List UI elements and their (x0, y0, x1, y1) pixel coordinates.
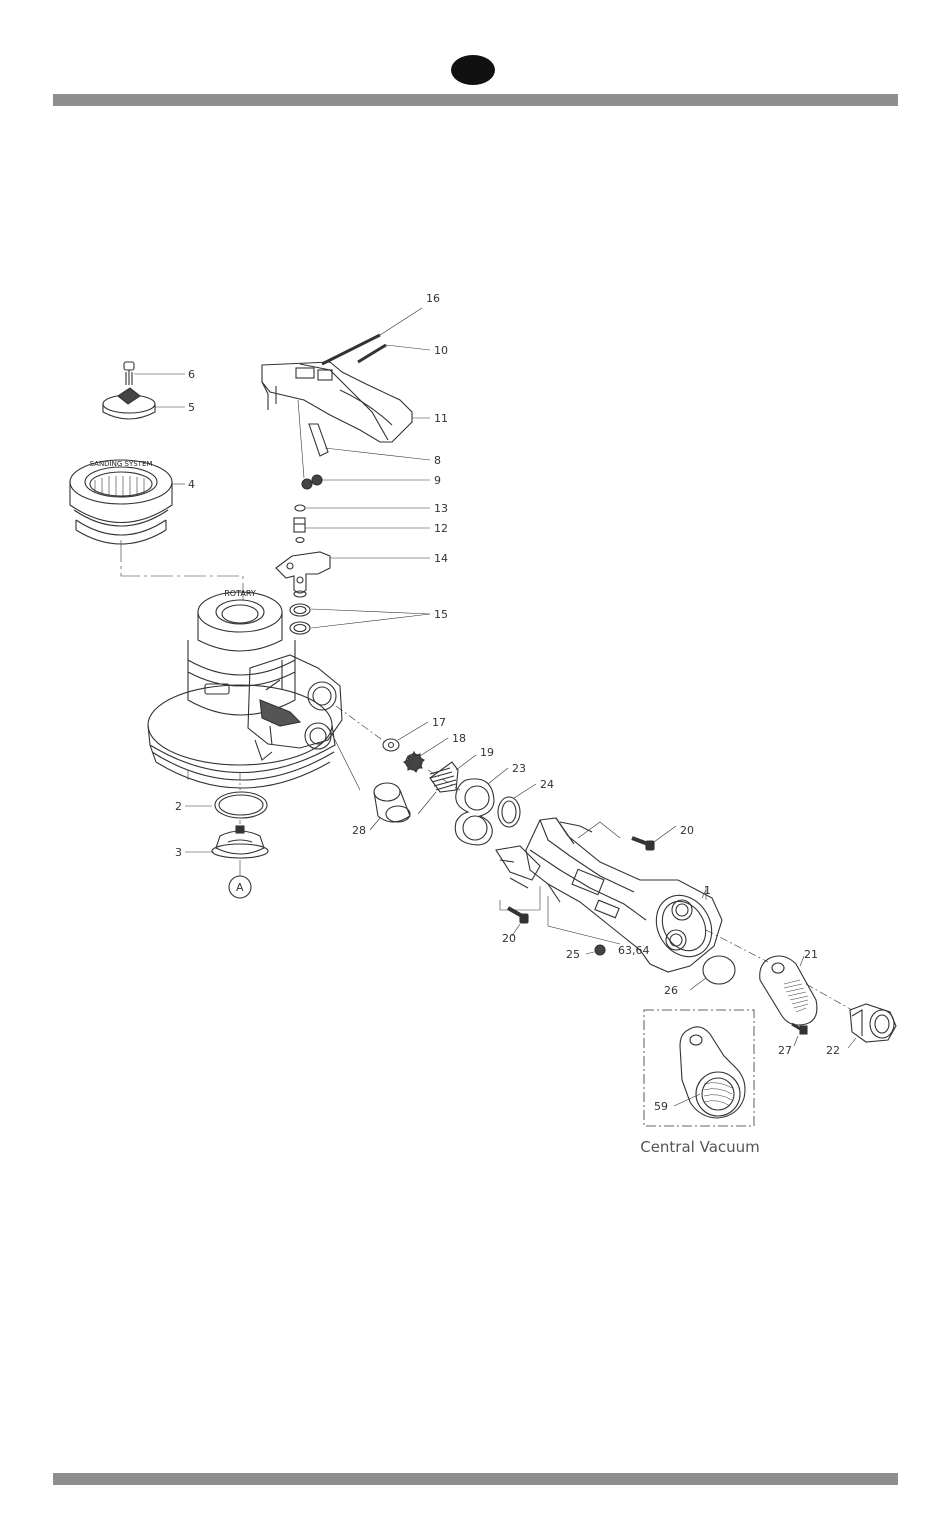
callout-16: 16 (426, 292, 440, 305)
callout-59: 59 (654, 1100, 668, 1113)
ring-text: SANDING SYSTEM (90, 460, 153, 468)
part-21-plate (760, 956, 817, 1025)
callout-15: 15 (434, 608, 448, 621)
part-5-knob (103, 388, 155, 419)
part-28-bushing (374, 783, 410, 822)
callout-19: 19 (480, 746, 494, 759)
part-10-pin (358, 345, 386, 362)
part-4-shroud: SANDING SYSTEM (70, 460, 172, 544)
central-vacuum-caption: Central Vacuum (640, 1138, 760, 1156)
cap-text-rotary: ROTARY (224, 589, 256, 598)
part-17-washer (383, 739, 399, 751)
part-1-handle (496, 818, 723, 972)
callout-25: 25 (566, 948, 580, 961)
callout-22: 22 (826, 1044, 840, 1057)
callout-11: 11 (434, 412, 448, 425)
part-22-fitting (850, 1004, 896, 1042)
part-14-valve (276, 552, 330, 597)
callout-26: 26 (664, 984, 678, 997)
part-23-gasket (455, 779, 494, 845)
part-3-cap (212, 826, 268, 858)
part-15-washers (290, 604, 310, 634)
callout-14: 14 (434, 552, 448, 565)
callout-18: 18 (452, 732, 466, 745)
part-27-screw (792, 1024, 807, 1034)
part-59-vacuum-adapter (680, 1027, 745, 1118)
detail-a-label: A (236, 881, 244, 894)
callout-28: 28 (352, 824, 366, 837)
part-25 (595, 945, 605, 955)
callout-6: 6 (188, 368, 195, 381)
callout-9: 9 (434, 474, 441, 487)
part-12-valve-stem (294, 518, 305, 543)
part-18-star-washer (404, 752, 424, 772)
callout-5: 5 (188, 401, 195, 414)
part-2-oring (215, 792, 267, 818)
callout-13: 13 (434, 502, 448, 515)
callout-21: 21 (804, 948, 818, 961)
main-housing: ROTARY (148, 589, 342, 788)
callout-23: 23 (512, 762, 526, 775)
part-9 (298, 400, 322, 489)
part-8 (309, 424, 328, 456)
callout-8: 8 (434, 454, 441, 467)
callout-2: 2 (175, 800, 182, 813)
part-6-screw (124, 362, 134, 385)
part-13-oring (295, 505, 305, 511)
callout-1: 1 (704, 884, 711, 897)
part-20-screw-upper (632, 838, 654, 850)
part-24-oring (498, 797, 520, 827)
callout-20-upper: 20 (680, 824, 694, 837)
part-16-pin (322, 335, 380, 364)
part-26-plug (703, 956, 735, 984)
callout-3: 3 (175, 846, 182, 859)
callout-27: 27 (778, 1044, 792, 1057)
callout-12: 12 (434, 522, 448, 535)
part-19-spring (430, 762, 458, 792)
callout-4: 4 (188, 478, 195, 491)
callout-63-64: 63,64 (618, 944, 650, 957)
callout-24: 24 (540, 778, 554, 791)
part-11-lever (262, 362, 412, 442)
callout-20-lower: 20 (502, 932, 516, 945)
callout-10: 10 (434, 344, 448, 357)
callout-17: 17 (432, 716, 446, 729)
